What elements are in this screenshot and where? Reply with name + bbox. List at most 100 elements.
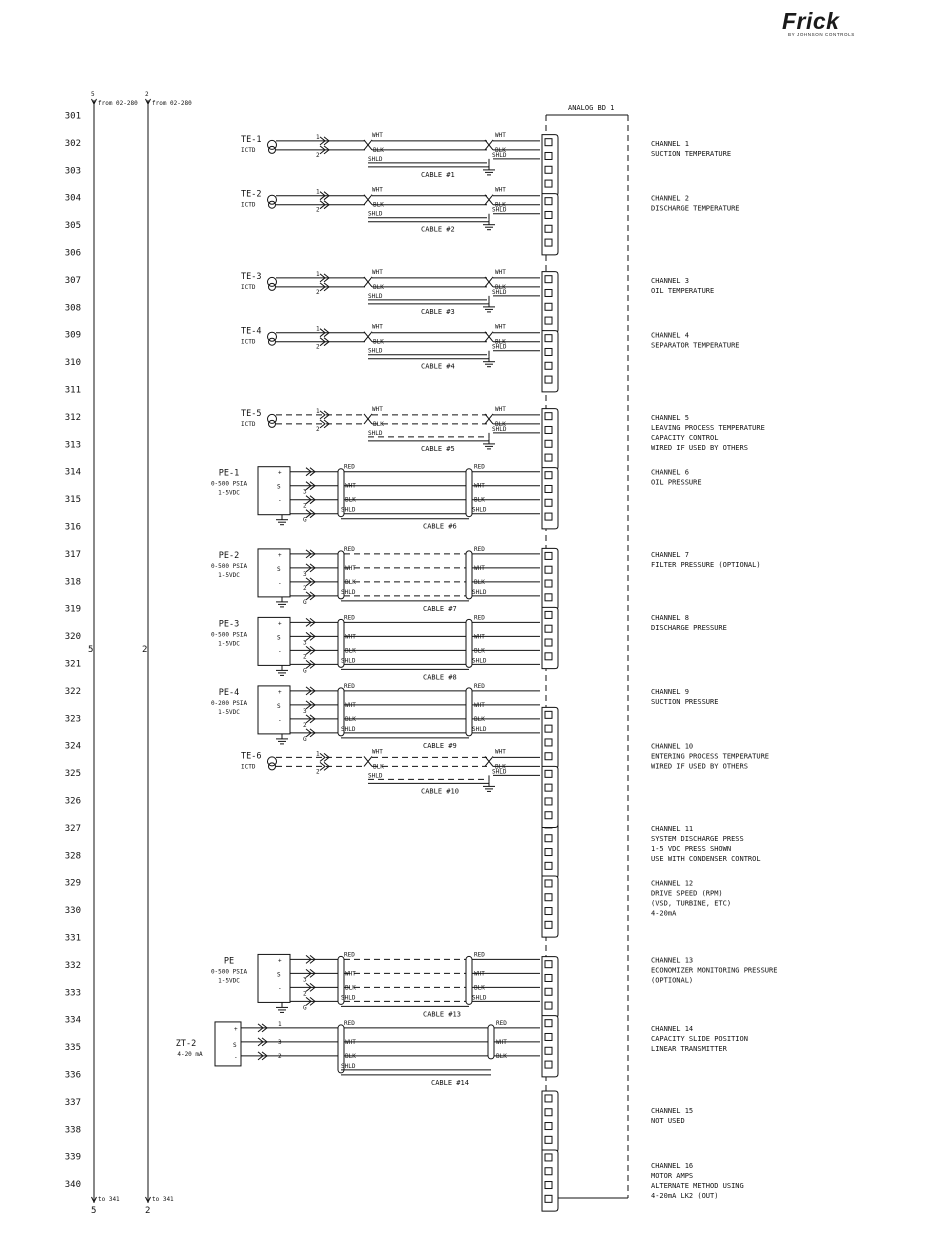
cable-label: CABLE #13 (423, 1010, 461, 1018)
channel-line-2: SYSTEM DISCHARGE PRESS (651, 835, 744, 843)
sensor-signal: 1-5VDC (218, 572, 240, 579)
rtd-coil-top (267, 194, 277, 205)
label-red-right: RED (474, 614, 485, 621)
label-wht-right: WHT (474, 702, 485, 709)
channel-line-1: CHANNEL 5 (651, 414, 689, 422)
channel-line-1: CHANNEL 2 (651, 195, 689, 203)
plug-1-a (305, 632, 312, 641)
plug-1-b (323, 410, 330, 420)
terminal-2 (544, 210, 553, 219)
cable-barrel-right (465, 468, 473, 518)
sensor-signal: 1-5VDC (218, 490, 240, 497)
plug-1-b (323, 328, 330, 338)
terminal-3 (544, 738, 553, 747)
channel-line-3: LINEAR TRANSMITTER (651, 1045, 728, 1053)
pin-2: 2 (303, 990, 307, 997)
channel-line-1: CHANNEL 16 (651, 1162, 693, 1170)
sensor-tag: PE-3 (219, 619, 239, 629)
cross-left-b (363, 331, 373, 343)
channel-line-4: 4-20mA LK2 (OUT) (651, 1192, 718, 1200)
pin-3: 3 (303, 708, 307, 715)
label-shld-left: SHLD (368, 772, 383, 779)
sensor-tag: TE-1 (241, 135, 261, 145)
board-connector-3 (541, 408, 559, 471)
terminal-3 (544, 224, 553, 233)
cable-barrel-right (465, 550, 473, 600)
plug-1-b (323, 753, 330, 762)
label-blk-left: BLK (373, 763, 384, 770)
plug-3-a (305, 728, 312, 738)
label-wht-right: WHT (495, 748, 506, 755)
pin-2: 2 (303, 585, 307, 592)
pin-g: G (303, 517, 307, 524)
label-wht-right: WHT (474, 633, 485, 640)
logo-brand: Frick (782, 8, 840, 34)
plug-2-b (323, 762, 330, 771)
terminal-1 (544, 1153, 553, 1162)
cross-left-b (363, 756, 373, 767)
cross-right-b (484, 194, 494, 206)
sensor-type: ICTD (241, 147, 256, 154)
channel-line-4: USE WITH CONDENSER CONTROL (651, 855, 761, 863)
label-shld-right: SHLD (492, 289, 507, 296)
shield-ground (483, 301, 495, 313)
cable-barrel-left (337, 955, 345, 1005)
row-number-306: 306 (65, 249, 81, 259)
plug-1-a (319, 136, 326, 146)
terminal-2 (544, 347, 553, 356)
row-number-325: 325 (65, 769, 81, 779)
sensor-type: ICTD (241, 421, 256, 428)
row-number-333: 333 (65, 988, 81, 998)
row-number-323: 323 (65, 714, 81, 724)
label-blk-left: BLK (345, 716, 356, 723)
cross-right-b (484, 276, 494, 288)
channel-line-1: CHANNEL 6 (651, 469, 689, 477)
terminal-3 (544, 797, 553, 806)
plug-3-b (309, 509, 316, 519)
term-s: S (277, 484, 281, 491)
sensor-tag: PE (224, 956, 234, 966)
label-shld-left: SHLD (341, 507, 356, 514)
sensor-type: ICTD (241, 763, 256, 770)
transmitter-box (214, 1021, 242, 1067)
label-shld-left: SHLD (341, 994, 356, 1001)
label-red-right: RED (496, 1020, 507, 1027)
channel-line-3: WIRED IF USED BY OTHERS (651, 763, 748, 771)
rtd-coil-bottom (268, 282, 276, 291)
cable-barrel-right (465, 955, 473, 1005)
sensor-range: 0-500 PSIA (211, 968, 248, 975)
row-number-307: 307 (65, 276, 81, 286)
sensor-tag: TE-6 (241, 751, 261, 761)
rail-from-label: from 02-280 (152, 100, 192, 107)
channel-line-4: 4-20mA (651, 910, 677, 918)
plug-2-b (323, 282, 330, 292)
label-wht-right: WHT (495, 406, 506, 413)
channel-line-2: CAPACITY SLIDE POSITION (651, 1035, 748, 1043)
label-blk-left: BLK (345, 647, 356, 654)
plug-3-b (309, 728, 316, 738)
cable-label: CABLE #10 (421, 787, 459, 795)
plug-0-a (305, 955, 312, 964)
rtd-coil-top (267, 276, 277, 287)
plug-1-b (323, 191, 330, 201)
sensor-range: 0-500 PSIA (211, 631, 248, 638)
case-ground (276, 1002, 288, 1013)
term-s: S (233, 1042, 237, 1049)
label-wht-right: WHT (474, 483, 485, 490)
channel-line-1: CHANNEL 15 (651, 1107, 693, 1115)
row-number-336: 336 (65, 1071, 81, 1081)
terminal-4 (544, 375, 553, 384)
term-s: S (277, 566, 281, 573)
board-connector-lower-7 (541, 1015, 559, 1078)
plug-3-a (305, 660, 312, 669)
sensor-tag: TE-4 (241, 327, 261, 337)
plug-0-a (305, 467, 312, 477)
cable-label: CABLE #4 (421, 363, 455, 371)
term-s: S (277, 634, 281, 641)
